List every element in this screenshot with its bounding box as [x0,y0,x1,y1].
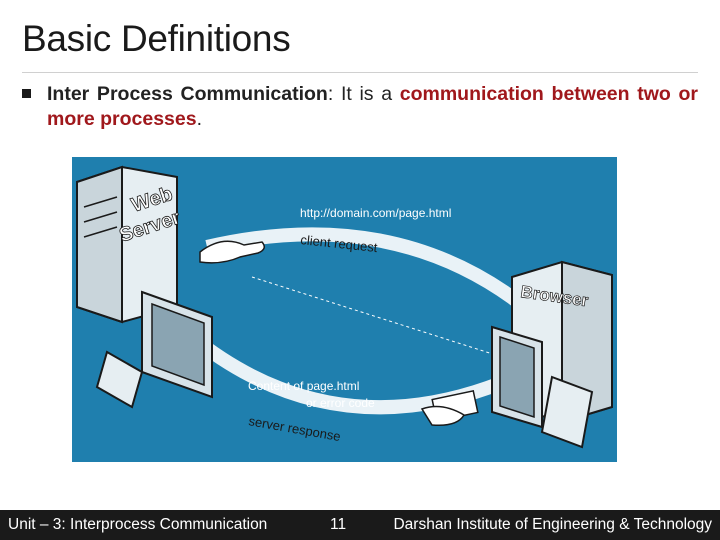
definition-bullet: Inter Process Communication: It is a com… [22,82,698,132]
client-server-diagram: Web Server Browser http://domain.com/pag… [72,157,617,462]
definition-term: Inter Process Communication [47,83,328,105]
slide-title: Basic Definitions [22,18,290,60]
definition-plain: It is a [333,83,399,105]
slide-footer: Unit – 3: Interprocess Communication 11 … [0,510,720,540]
content-label-line1: Content of page.html [248,379,359,393]
footer-institute: Darshan Institute of Engineering & Techn… [393,516,712,534]
footer-unit-title: Unit – 3: Interprocess Communication [8,516,267,534]
bullet-square-icon [22,89,31,98]
definition-text: Inter Process Communication: It is a com… [47,82,698,132]
content-label-line2: or error code [306,396,375,410]
definition-period: . [197,108,202,130]
title-divider [22,72,698,73]
url-label: http://domain.com/page.html [300,206,451,220]
footer-page-number: 11 [330,516,346,534]
